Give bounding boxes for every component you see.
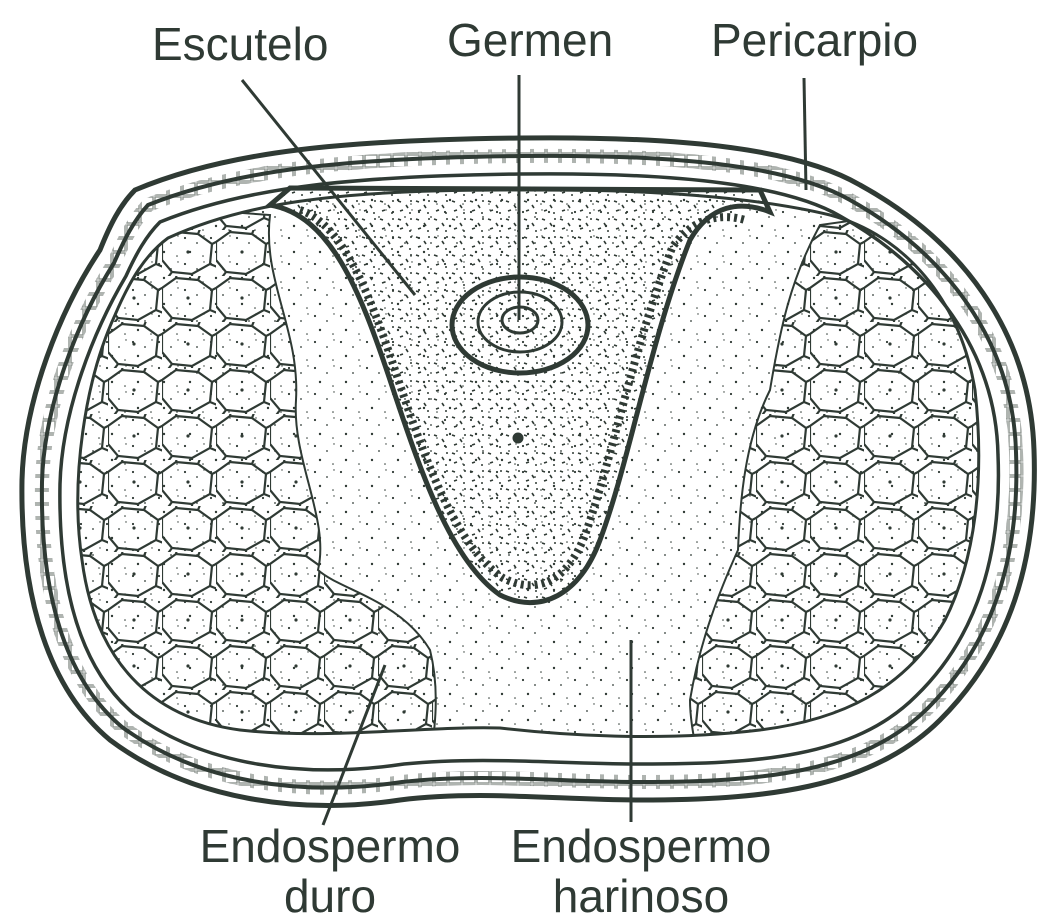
label-endospermo-duro-line2: duro [284, 870, 376, 918]
label-pericarpio: Pericarpio [711, 14, 918, 66]
label-endospermo-duro-line1: Endospermo [200, 820, 461, 872]
leader-pericarpio [804, 78, 806, 190]
label-endospermo-harinoso-line2: harinoso [553, 870, 729, 918]
label-germen: Germen [447, 14, 613, 66]
label-escutelo: Escutelo [152, 18, 328, 70]
label-endospermo-harinoso-line1: Endospermo [511, 820, 772, 872]
